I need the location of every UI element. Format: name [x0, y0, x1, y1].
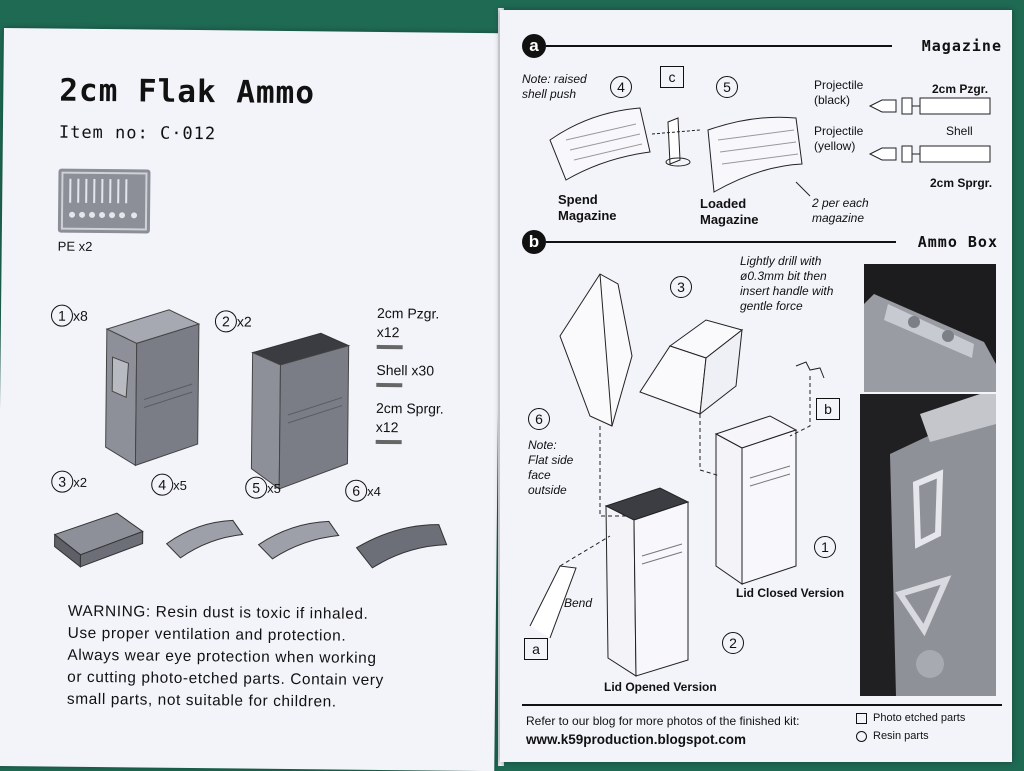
shell-pzgr-name: 2cm Pzgr.	[377, 304, 445, 324]
label-line: (black)	[814, 93, 863, 108]
section-a-rule	[546, 45, 892, 47]
square-icon	[856, 713, 867, 724]
section-b-rule	[546, 241, 896, 243]
part-qty: x8	[73, 308, 88, 324]
shell-sprgr-qty: x12	[376, 418, 444, 438]
loaded-magazine-label: Loaded Magazine	[700, 196, 759, 228]
part-4-marker: 4	[610, 76, 632, 98]
part-2-ammo-box-open	[243, 323, 355, 494]
part-c-marker: c	[660, 66, 684, 88]
part-number: 2	[215, 310, 237, 332]
section-b-header: b Ammo Box	[522, 230, 1002, 254]
part-1-ammo-box-closed	[95, 297, 207, 468]
label-line: Loaded	[700, 196, 759, 212]
sprgr-label: 2cm Sprgr.	[930, 176, 992, 191]
shell-qty: x30	[411, 362, 434, 378]
section-a-header: a Magazine	[522, 34, 1002, 58]
spend-magazine-label: Spend Magazine	[558, 192, 617, 224]
warning-text: WARNING: Resin dust is toxic if inhaled.…	[67, 601, 458, 715]
label-line: Projectile	[814, 78, 863, 93]
circle-icon	[856, 731, 867, 742]
ammo-box-assembly-diagram	[520, 266, 860, 686]
note-line: Note: raised	[522, 72, 587, 87]
part-number: 3	[51, 471, 73, 493]
section-a-badge: a	[522, 34, 546, 58]
footer-text: Refer to our blog for more photos of the…	[526, 714, 799, 729]
section-b-title: Ammo Box	[918, 233, 998, 251]
footer-rule	[522, 704, 1002, 706]
label-line: (yellow)	[814, 139, 863, 154]
part-1-marker: 1	[814, 536, 836, 558]
label-line: Magazine	[700, 212, 759, 228]
bend-label: Bend	[564, 596, 592, 611]
shell-pzgr-icon	[377, 345, 403, 349]
shells-list: 2cm Pzgr. x12 Shell x30 2cm Sprgr. x12	[376, 304, 445, 445]
label-line: Spend	[558, 192, 617, 208]
part-2-marker: 2	[722, 632, 744, 654]
footer-url[interactable]: www.k59production.blogspot.com	[526, 732, 746, 747]
right-page: a Magazine Note: raised shell push 4 c 5…	[500, 10, 1012, 762]
section-a-title: Magazine	[922, 37, 1002, 55]
projectile-black-label: Projectile (black)	[814, 78, 863, 108]
shell-name: Shell	[376, 362, 407, 378]
part-number: 6	[345, 480, 367, 502]
shell-icon	[376, 383, 402, 387]
item-number: Item no: C·012	[59, 123, 216, 145]
part-qty: x4	[367, 484, 381, 499]
part-qty: x5	[173, 478, 187, 493]
lid-opened-label: Lid Opened Version	[604, 680, 717, 695]
part-a-marker: a	[524, 638, 548, 660]
title: 2cm Flak Ammo	[59, 73, 315, 112]
legend-label: Photo etched parts	[873, 712, 965, 724]
shell-pzgr-qty: x12	[377, 323, 445, 343]
note-line: 2 per each	[812, 196, 869, 211]
parts-3-to-6-illustration	[46, 498, 457, 582]
part-qty: x2	[73, 475, 87, 490]
projectile-yellow-label: Projectile (yellow)	[814, 124, 863, 154]
part-5-marker: 5	[716, 76, 738, 98]
per-each-note: 2 per each magazine	[812, 196, 869, 226]
section-b-badge: b	[522, 230, 546, 254]
shell-sprgr-name: 2cm Sprgr.	[376, 399, 444, 419]
part-qty: x5	[267, 481, 281, 496]
legend-label: Resin parts	[873, 730, 929, 742]
note-line: magazine	[812, 211, 869, 226]
part-number: 1	[51, 305, 73, 327]
label-line: Magazine	[558, 208, 617, 224]
lid-closed-label: Lid Closed Version	[736, 586, 844, 601]
warning-line: small parts, not suitable for children.	[67, 689, 457, 715]
part-number: 5	[245, 477, 267, 499]
label-line: Projectile	[814, 124, 863, 139]
detail-photo-bottom	[860, 394, 996, 696]
legend-photo-etched: Photo etched parts	[856, 712, 965, 724]
note-raised-shell-push: Note: raised shell push	[522, 72, 587, 102]
pe-label: PE x2	[58, 239, 93, 254]
projectile-diagram	[866, 92, 1006, 166]
legend-resin: Resin parts	[856, 730, 929, 742]
detail-photo-top	[864, 264, 996, 392]
shell-sprgr-icon	[376, 440, 402, 444]
part-number: 4	[151, 474, 173, 496]
pe-fret-illustration	[58, 169, 151, 234]
